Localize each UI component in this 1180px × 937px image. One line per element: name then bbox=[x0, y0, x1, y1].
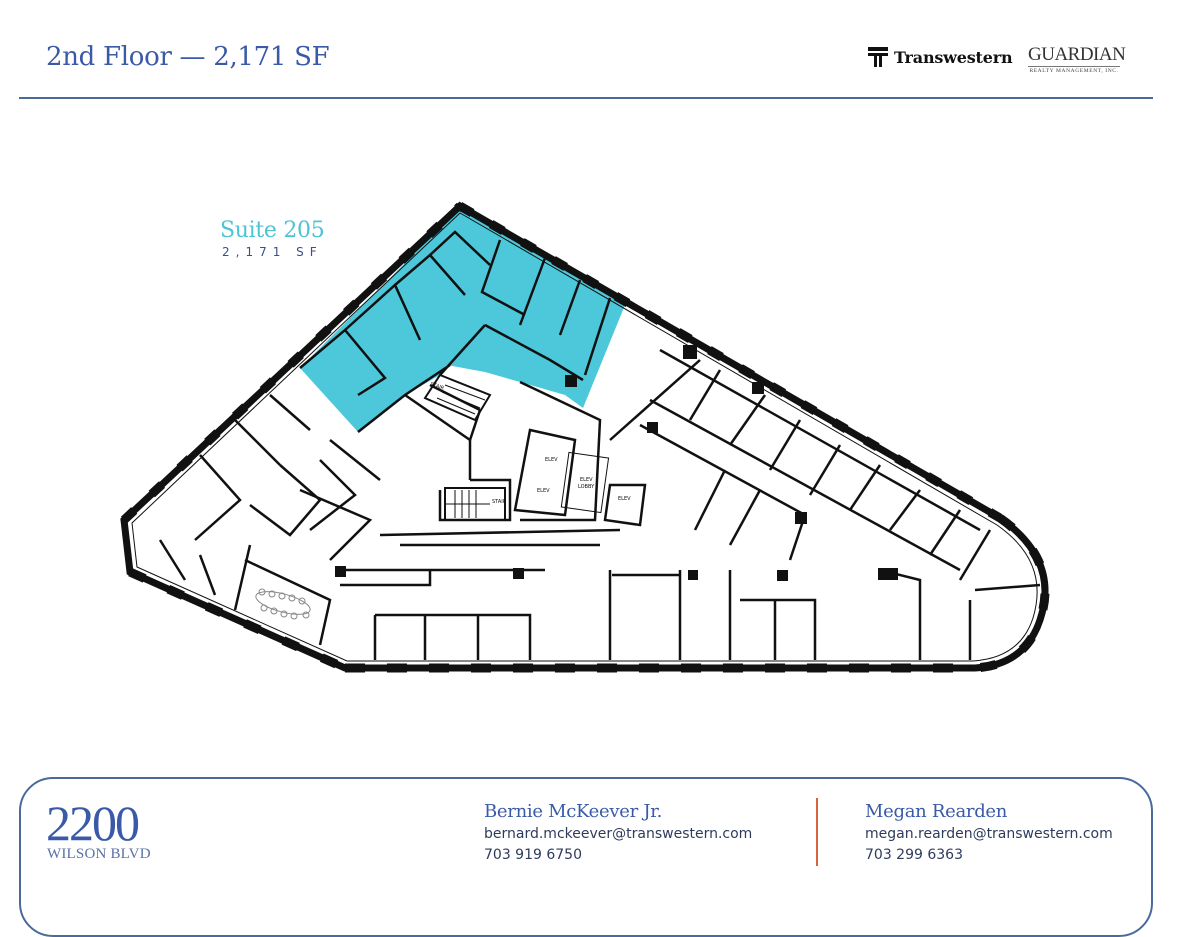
south-offices bbox=[340, 568, 972, 660]
contact-name: Bernie McKeever Jr. bbox=[484, 801, 663, 822]
suite-callout: Suite 205 2,171 SF bbox=[220, 218, 325, 259]
structural-columns bbox=[335, 345, 898, 581]
elev-label-3: ELEV bbox=[618, 496, 631, 502]
building-number: 2200 bbox=[46, 795, 140, 851]
window-mullions bbox=[120, 202, 1050, 673]
suite-name: Suite 205 bbox=[220, 218, 325, 243]
elev-label-2: ELEV bbox=[537, 488, 550, 494]
page-title: 2nd Floor — 2,171 SF bbox=[46, 42, 330, 72]
guardian-logo-rule bbox=[1028, 66, 1120, 67]
suite-area: 2,171 SF bbox=[222, 245, 323, 259]
contact-card-2: Megan Rearden megan.rearden@transwestern… bbox=[865, 800, 1113, 866]
core-walls bbox=[379, 348, 981, 572]
building-street: WILSON BLVD bbox=[47, 846, 151, 862]
suite-205-area[interactable] bbox=[300, 208, 625, 432]
header-divider bbox=[19, 97, 1153, 99]
east-offices bbox=[688, 369, 1041, 592]
contact-divider bbox=[816, 798, 818, 866]
elev-label-1: ELEV bbox=[545, 457, 558, 463]
suite-walls bbox=[299, 230, 612, 433]
transwestern-logo: Transwestern bbox=[868, 47, 1013, 67]
floor-plan: STAIR STAIR ELEV ELEV ELEV ELEV LOBBY bbox=[120, 201, 1050, 673]
stair-south bbox=[444, 487, 506, 521]
stair-label-north: STAIR bbox=[429, 381, 445, 392]
contact-card-1: Bernie McKeever Jr. bernard.mckeever@tra… bbox=[484, 800, 752, 866]
elev-lobby-label-line1: ELEV bbox=[580, 477, 593, 483]
stair-label-south: STAIR bbox=[492, 499, 507, 505]
conference-table bbox=[255, 588, 311, 620]
west-offices bbox=[158, 394, 381, 646]
contact-email[interactable]: megan.rearden@transwestern.com bbox=[865, 826, 1113, 842]
contact-phone[interactable]: 703 919 6750 bbox=[484, 847, 582, 863]
stair-north bbox=[423, 373, 492, 422]
transwestern-logo-text: Transwestern bbox=[894, 47, 1013, 67]
guardian-logo-subtitle: REALTY MANAGEMENT, INC. bbox=[1029, 68, 1119, 74]
building-outline bbox=[120, 201, 1049, 672]
transwestern-t-icon bbox=[868, 47, 888, 67]
guardian-logo-name: GUARDIAN bbox=[1028, 44, 1126, 65]
elev-lobby-label-line2: LOBBY bbox=[578, 484, 595, 490]
guardian-logo: GUARDIAN REALTY MANAGEMENT, INC. bbox=[1028, 44, 1126, 74]
contact-email[interactable]: bernard.mckeever@transwestern.com bbox=[484, 826, 753, 842]
contact-name: Megan Rearden bbox=[865, 801, 1008, 822]
contact-phone[interactable]: 703 299 6363 bbox=[865, 847, 963, 863]
